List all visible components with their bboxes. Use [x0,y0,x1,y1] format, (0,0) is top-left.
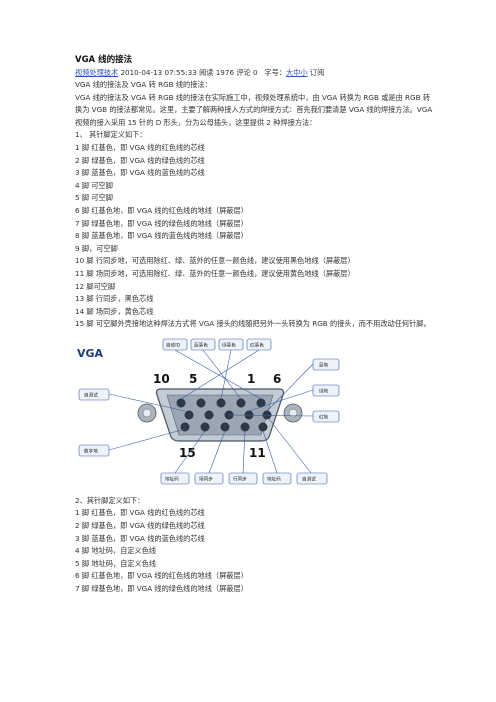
pin-number-1: 1 [247,372,255,386]
section2-heading: 2、其针脚定义如下： [75,495,145,505]
pin-line: 14 脚 场同步，黄色芯线 [75,306,154,316]
label-bottom-0: 地址码 [165,475,179,482]
label-left-1: 数字地 [84,447,98,454]
pin-number-11: 11 [249,446,266,460]
pin-line: 6 脚 红基色地，即 VGA 线的红色线的地线（屏蔽层） [75,571,248,581]
pin-line: 5 脚 地址码，自定义色线 [75,558,157,568]
font-size-large-link[interactable]: 大 [286,68,294,77]
pin-line: 3 脚 蓝基色，即 VGA 线的蓝色线的芯线 [75,533,205,543]
font-size-medium-link[interactable]: 中 [293,68,301,77]
pin-row-top [176,398,266,408]
vga-brand-label: VGA [77,347,104,360]
category-link[interactable]: 视频处理技术 [75,68,119,77]
pin-line: 3 脚 蓝基色，即 VGA 线的蓝色线的芯线 [75,168,205,178]
section1-heading: 1、 其针脚定义如下： [75,130,147,140]
pin-line: 2 脚 绿基色，即 VGA 线的绿色线的芯线 [75,155,205,165]
font-size-label: 字号： [264,68,286,77]
intro-line: VGA 线的接法及 VGA 转 RGB 线的接法： [75,80,212,89]
subscribe-link[interactable]: 订阅 [309,68,325,77]
label-top-0: 自动ID [166,341,181,348]
pin-line: 9 脚，可空脚 [75,243,118,253]
label-top-1: 蓝基色 [194,341,208,348]
label-top-2: 绿基色 [222,341,236,348]
label-right-0: 蓝地 [319,361,329,368]
page-title: VGA 线的接法 [75,55,133,65]
pin-number-5: 5 [189,372,197,386]
font-size-small-link[interactable]: 小 [300,68,308,77]
pin-line: 1 脚 红基色，即 VGA 线的红色线的芯线 [75,142,205,152]
article-meta: 视频处理技术 2010-04-13 07:55:33 阅读 1976 评论 0 … [75,67,435,79]
pin-number-15: 15 [179,446,196,460]
label-bottom-2: 行同步 [233,475,247,482]
pin-line: 4 脚 地址码，自定义色线 [75,546,157,556]
post-datetime: 2010-04-13 07:55:33 [120,68,197,77]
label-bottom-4: 自测试 [302,475,316,482]
pin-line: 2 脚 绿基色，即 VGA 线的绿色线的芯线 [75,521,205,531]
label-right-2: 红地 [319,413,329,420]
vga-connector-svg: VGA 10 5 1 6 15 [77,338,340,485]
label-bottom-3: 地址码 [267,475,281,482]
section2-pin-list: 1 脚 红基色，即 VGA 线的红色线的芯线 2 脚 绿基色，即 VGA 线的绿… [75,507,435,595]
pin-line: 13 脚 行同步，黑色芯线 [75,294,154,304]
intro-paragraph: VGA 线的接法及 VGA 转 RGB 线的接法在实际施工中，视频处理系统中，由… [75,92,433,127]
pin-row-bottom [180,422,268,432]
pin-line: 11 脚 场同步地，可选用除红、绿、蓝外的任意一颜色线，建议使用黄色地线（屏蔽层… [75,268,355,278]
label-top-3: 红基色 [250,341,264,348]
pin-line: 5 脚 可空脚 [75,193,113,203]
pin-line: 12 脚可空脚 [75,281,116,291]
pin-number-6: 6 [273,372,281,386]
pin-line: 8 脚 蓝基色地，即 VGA 线的蓝色线的地线（屏蔽层） [75,231,248,241]
pin15-note: 15 脚 可空脚外壳接地这种焊法方式将 VGA 接头的线随把另外一头转换为 RG… [75,319,431,329]
pin-line: 1 脚 红基色，即 VGA 线的红色线的芯线 [75,508,205,518]
label-bottom-1: 场同步 [199,475,213,482]
label-left-0: 自测试 [84,391,98,398]
pin-line: 10 脚 行同步地，可选用除红、绿、蓝外的任意一颜色线，建议使用黑色地线（屏蔽层… [75,256,355,266]
read-count: 阅读 1976 [199,68,235,77]
comment-count: 评论 0 [236,68,258,77]
section1-pin-list: 1 脚 红基色，即 VGA 线的红色线的芯线 2 脚 绿基色，即 VGA 线的绿… [75,142,435,318]
pin-line: 7 脚 绿基色地，即 VGA 线的绿色线的地线（屏蔽层） [75,584,248,594]
document-page: VGA 线的接法 视频处理技术 2010-04-13 07:55:33 阅读 1… [75,54,435,596]
pin-number-10: 10 [153,372,170,386]
pin-line: 4 脚 可空脚 [75,180,113,190]
pin-line: 6 脚 红基色地，即 VGA 线的红色线的地线（屏蔽层） [75,205,248,215]
label-right-1: 绿地 [319,387,329,394]
vga-pinout-diagram: VGA 10 5 1 6 15 [75,337,343,489]
pin-line: 7 脚 绿基色地，即 VGA 线的绿色线的地线（屏蔽层） [75,218,248,228]
